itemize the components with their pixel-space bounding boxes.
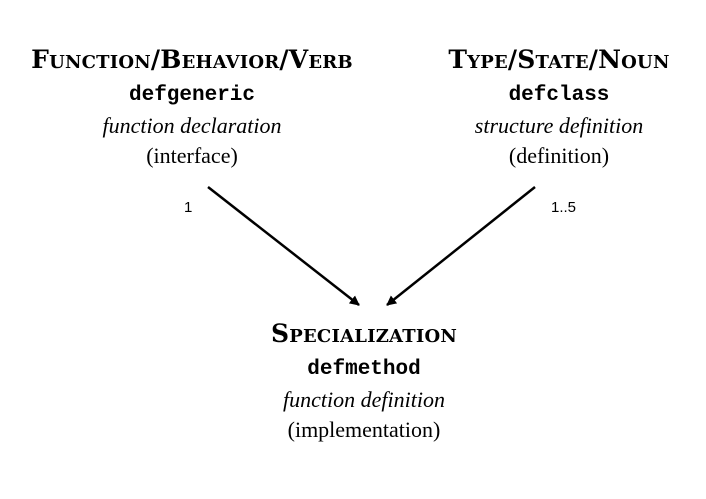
node-specialization: Specialization defmethod function defini… — [222, 318, 506, 445]
specialization-heading: Specialization — [271, 319, 457, 348]
function-role: (interface) — [146, 143, 238, 168]
defgeneric-keyword: defgeneric — [128, 84, 256, 107]
arrow-type-to-specialization — [386, 186, 536, 306]
type-description: structure definition — [474, 113, 644, 138]
multiplicity-label-left: 1 — [184, 199, 193, 216]
type-role: (definition) — [508, 143, 610, 168]
type-heading: Type/State/Noun — [448, 45, 670, 74]
function-description: function declaration — [102, 113, 282, 138]
node-function-behavior-verb: Function/Behavior/Verb defgeneric functi… — [0, 44, 384, 171]
node-type-state-noun: Type/State/Noun defclass structure defin… — [412, 44, 706, 171]
specialization-description: function definition — [283, 387, 445, 412]
multiplicity-label-right: 1..5 — [551, 199, 577, 216]
defmethod-keyword: defmethod — [307, 358, 421, 381]
specialization-role: (implementation) — [287, 417, 441, 442]
arrow-function-to-specialization — [207, 186, 360, 306]
function-heading: Function/Behavior/Verb — [31, 45, 353, 74]
defclass-keyword: defclass — [508, 84, 610, 107]
